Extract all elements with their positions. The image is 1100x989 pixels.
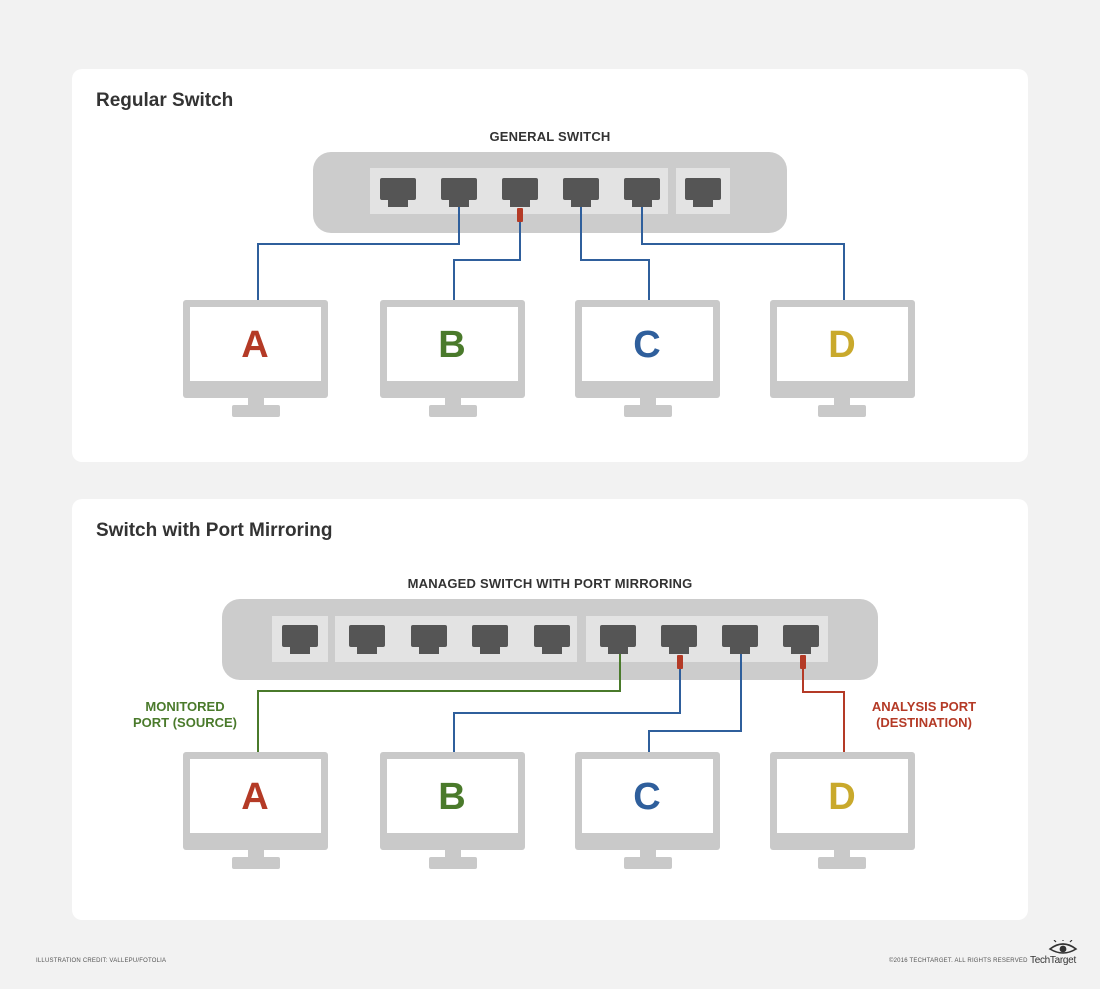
- callout-line: PORT (SOURCE): [133, 715, 237, 730]
- computer-d: D: [770, 752, 915, 869]
- brand-name: TechTarget: [1030, 955, 1076, 966]
- ethernet-port: [472, 625, 508, 654]
- ethernet-port: [411, 625, 447, 654]
- ethernet-port: [380, 178, 416, 207]
- port-mirroring-diagram: A B C D: [183, 599, 915, 869]
- ethernet-port: [685, 178, 721, 207]
- ethernet-port: [349, 625, 385, 654]
- eye-icon: [1048, 940, 1078, 954]
- computer-a: A: [183, 300, 328, 417]
- cable-a: [257, 207, 460, 300]
- monitored-port-callout: MONITORED PORT (SOURCE): [125, 699, 245, 731]
- computer-a: A: [183, 752, 328, 869]
- managed-switch-label: MANAGED SWITCH WITH PORT MIRRORING: [407, 576, 693, 591]
- regular-switch-diagram: A B C D: [183, 152, 915, 417]
- computer-c: C: [575, 752, 720, 869]
- ethernet-port: [534, 625, 570, 654]
- ethernet-port: [661, 625, 697, 654]
- ethernet-port: [600, 625, 636, 654]
- computer-b: B: [380, 300, 525, 417]
- computer-c: C: [575, 300, 720, 417]
- ethernet-port: [783, 625, 819, 654]
- general-switch-label: GENERAL SWITCH: [489, 129, 611, 144]
- cable-plug: [677, 655, 683, 669]
- cable-plug: [800, 655, 806, 669]
- computer-label: C: [633, 324, 660, 366]
- cable-plug: [517, 208, 523, 222]
- cable-b: [453, 221, 521, 300]
- copyright-notice: ©2016 TECHTARGET. ALL RIGHTS RESERVED: [889, 958, 1028, 964]
- regular-switch-title: Regular Switch: [96, 90, 234, 111]
- computer-d: D: [770, 300, 915, 417]
- callout-line: MONITORED: [145, 699, 225, 714]
- ethernet-port: [563, 178, 599, 207]
- computer-label: A: [241, 324, 268, 366]
- cable-monitored-a: [257, 654, 621, 752]
- ethernet-port: [502, 178, 538, 207]
- ethernet-port: [624, 178, 660, 207]
- computer-label: D: [828, 776, 855, 818]
- ethernet-port: [441, 178, 477, 207]
- callout-line: ANALYSIS PORT: [871, 699, 977, 714]
- analysis-port-callout: ANALYSIS PORT (DESTINATION): [859, 699, 989, 731]
- techtarget-logo: TechTarget: [1030, 940, 1080, 970]
- callout-line: (DESTINATION): [876, 715, 972, 730]
- regular-switch-panel: Regular Switch GENERAL SWITCH: [72, 69, 1028, 462]
- computer-b: B: [380, 752, 525, 869]
- computer-label: D: [828, 324, 855, 366]
- illustration-credit: ILLUSTRATION CREDIT: VALLEPU/FOTOLIA: [36, 958, 167, 964]
- cable-c: [648, 654, 742, 752]
- ethernet-port: [722, 625, 758, 654]
- cable-d: [641, 207, 845, 300]
- port-mirroring-panel: Switch with Port Mirroring MANAGED SWITC…: [72, 499, 1028, 920]
- cable-analysis-d: [802, 669, 845, 752]
- port-mirroring-title: Switch with Port Mirroring: [96, 520, 333, 541]
- cable-c: [580, 207, 650, 300]
- computer-label: B: [438, 776, 465, 818]
- cable-b: [453, 669, 681, 752]
- computer-label: A: [241, 776, 268, 818]
- ethernet-port: [282, 625, 318, 654]
- computer-label: C: [633, 776, 660, 818]
- computer-label: B: [438, 324, 465, 366]
